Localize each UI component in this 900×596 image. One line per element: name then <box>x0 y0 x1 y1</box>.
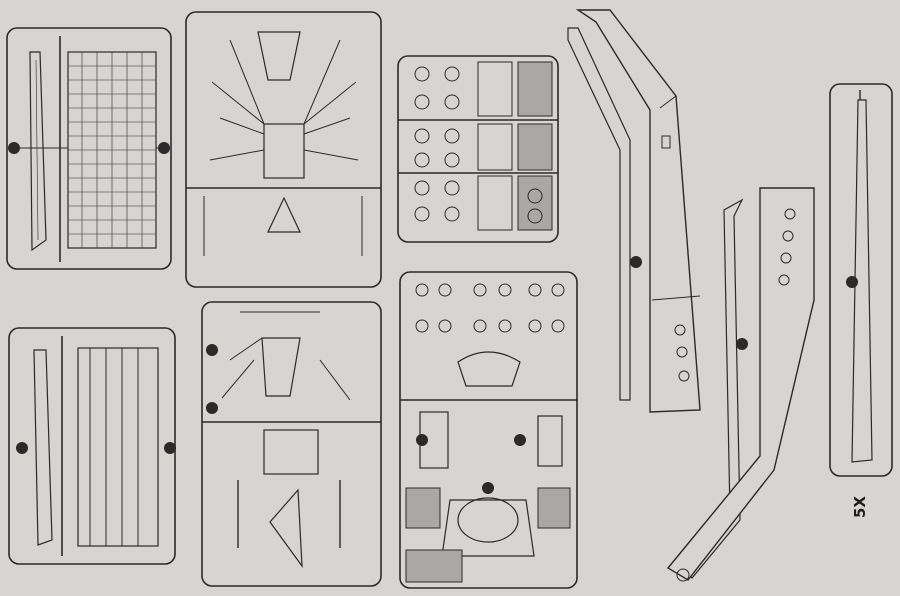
tail-surface-sprue <box>6 27 172 270</box>
part-tag <box>736 338 748 350</box>
cockpit-frame-sprue <box>185 11 382 288</box>
part-tag <box>8 142 20 154</box>
part-tag <box>164 442 176 454</box>
window-circles <box>415 283 565 333</box>
part-number-tags <box>8 142 858 494</box>
part-tag <box>416 434 428 446</box>
part-tag <box>16 442 28 454</box>
part-tag <box>206 344 218 356</box>
part-tag <box>158 142 170 154</box>
antenna-sprue <box>829 83 893 477</box>
rotor-blade-sprue <box>666 187 815 582</box>
part-tag <box>206 402 218 414</box>
part-tag <box>482 482 494 494</box>
part-tag <box>514 434 526 446</box>
strut-frame-sprue <box>201 301 382 587</box>
window-sprue <box>399 271 578 589</box>
tail-boom-sprue <box>567 9 701 413</box>
small-parts-sprue <box>397 55 559 243</box>
panel-grid <box>68 52 156 248</box>
small-parts-circles <box>414 66 543 224</box>
part-tag <box>846 276 858 288</box>
scale-label: 5X <box>851 496 869 519</box>
part-tag <box>630 256 642 268</box>
